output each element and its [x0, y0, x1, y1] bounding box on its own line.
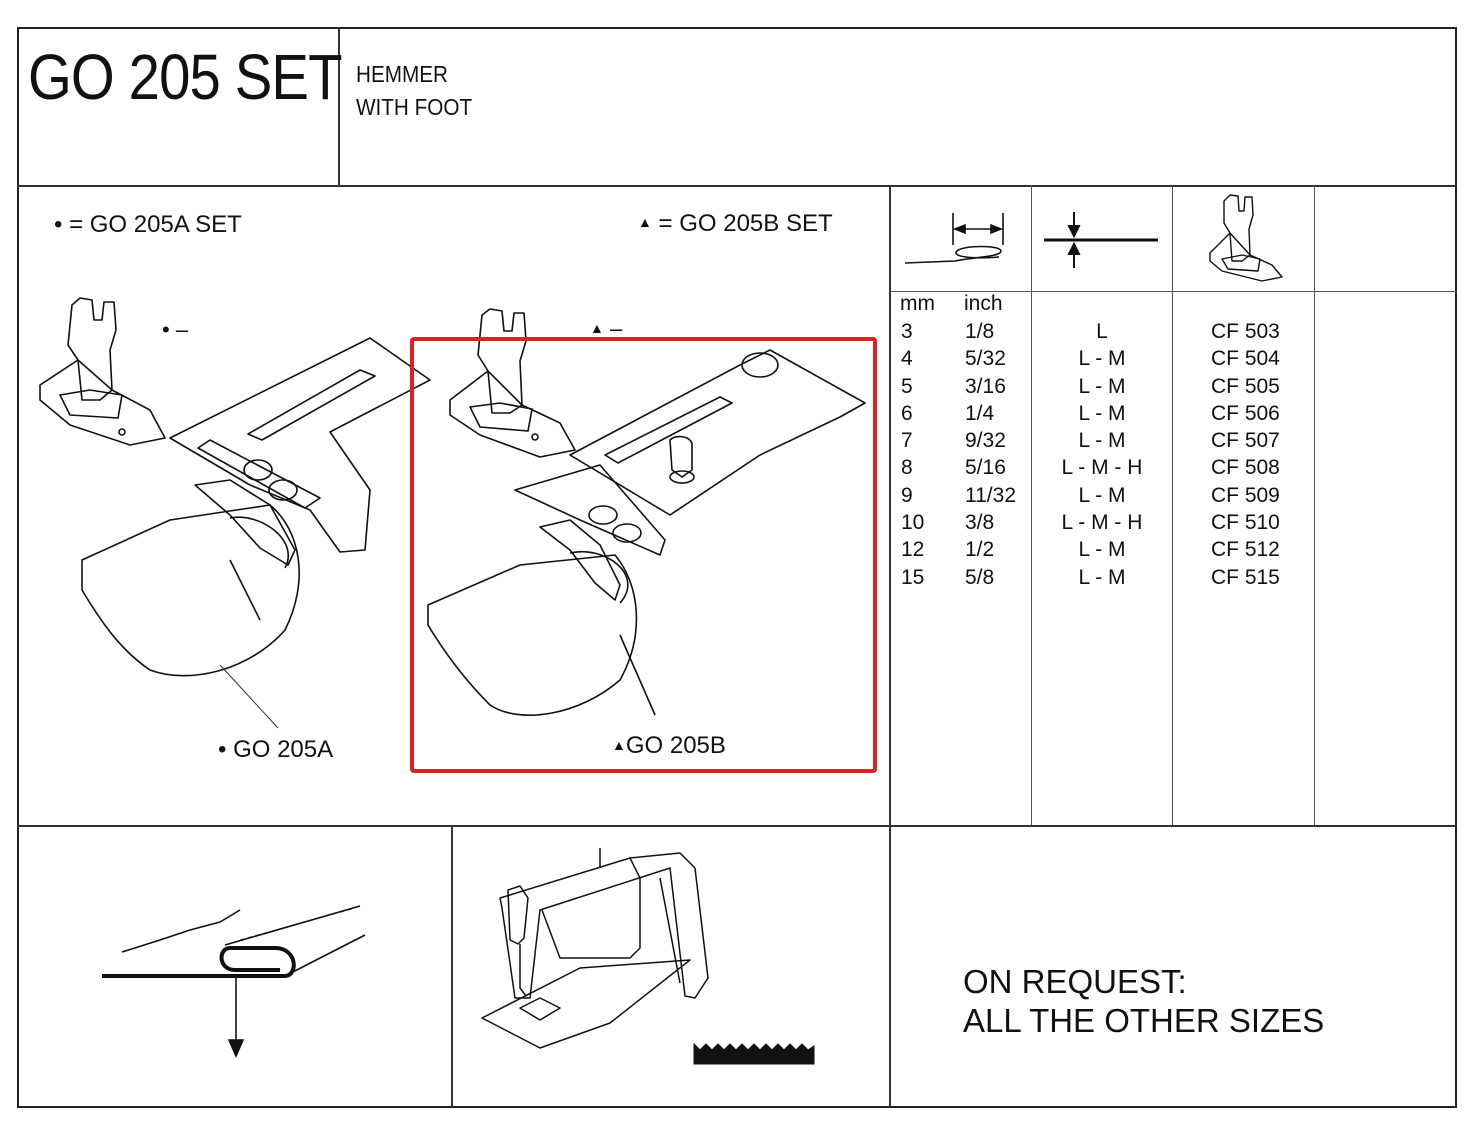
table-cell-mm: 3 — [901, 320, 913, 343]
legend-set-b: ▲ = GO 205B SET — [638, 210, 833, 238]
column-material-type: L L - M L - M L - M L - M L - M - H L - … — [1032, 318, 1172, 591]
table-col-divider-1 — [1031, 185, 1032, 825]
table-cell-type: L — [1096, 320, 1108, 343]
column-header-inch: inch — [964, 292, 1003, 315]
table-cell-inch: 3/16 — [965, 374, 1006, 398]
part-a-leader-line — [200, 660, 380, 740]
table-cell-mm: 7 — [901, 429, 913, 453]
legend-set-a: • = GO 205A SET — [54, 211, 242, 238]
column-inch: 1/8 5/32 3/16 1/4 9/32 5/16 11/32 3/8 1/… — [965, 318, 1016, 591]
bottom-section-divider — [17, 825, 1457, 827]
table-cell-type: L - M - H — [1061, 456, 1143, 480]
table-cell-foot: CF 515 — [1211, 565, 1280, 589]
on-request-line-2: ALL THE OTHER SIZES — [963, 1002, 1325, 1039]
legend-set-b-text: = GO 205B SET — [658, 210, 833, 237]
column-header-mm: mm — [900, 292, 935, 315]
table-cell-mm: 6 — [901, 401, 913, 425]
hemmer-attachment-icon — [420, 305, 880, 725]
bottom-left-divider — [451, 825, 453, 1107]
column-mm: 3 4 5 6 7 8 9 10 12 15 — [901, 318, 924, 591]
on-request-note: ON REQUEST: ALL THE OTHER SIZES — [963, 962, 1324, 1040]
table-cell-inch: 5/8 — [965, 565, 995, 589]
subtitle-line-2: WITH FOOT — [356, 94, 473, 120]
selection-highlight — [410, 337, 877, 773]
part-b-marker: ▲ – — [590, 316, 622, 342]
hem-width-icon — [903, 205, 1013, 275]
table-cell-inch: 3/8 — [965, 511, 995, 535]
title-divider — [338, 27, 340, 185]
table-cell-mm: 9 — [901, 483, 913, 507]
table-cell-inch: 1/8 — [965, 320, 995, 343]
table-cell-foot: CF 504 — [1211, 347, 1280, 371]
part-a-marker: • – — [162, 317, 189, 342]
table-cell-type: L - M — [1078, 429, 1126, 453]
table-cell-foot: CF 507 — [1211, 429, 1280, 453]
table-cell-inch: 5/16 — [965, 456, 1006, 480]
table-cell-inch: 9/32 — [965, 429, 1006, 453]
table-cell-mm: 15 — [901, 565, 925, 589]
sheet-frame — [17, 27, 1457, 1108]
table-cell-inch: 11/32 — [965, 483, 1016, 507]
page-title: GO 205 SET — [28, 41, 342, 113]
triangle-icon: ▲ — [638, 214, 652, 230]
triangle-icon: ▲ — [590, 320, 604, 336]
triangle-icon: ▲ — [612, 737, 626, 753]
table-cell-foot: CF 509 — [1211, 483, 1280, 507]
product-subtitle: HEMMER WITH FOOT — [356, 58, 472, 124]
sewing-machine-icon — [480, 848, 720, 1058]
part-b-marker-text: – — [609, 316, 623, 341]
table-cell-inch: 5/32 — [965, 347, 1006, 371]
figure-label-b-text: GO 205B — [625, 732, 726, 759]
table-cell-mm: 8 — [901, 456, 913, 480]
presser-foot-icon — [1202, 193, 1292, 285]
feed-dog-icon — [692, 1038, 816, 1066]
table-cell-foot: CF 510 — [1211, 511, 1280, 535]
table-cell-mm: 12 — [901, 538, 925, 562]
table-cell-type: L - M — [1078, 347, 1126, 371]
header-divider — [17, 185, 1457, 187]
table-cell-foot: CF 506 — [1211, 401, 1280, 425]
table-cell-type: L - M — [1078, 483, 1126, 507]
table-cell-foot: CF 508 — [1211, 456, 1280, 480]
table-col-divider-3 — [1314, 185, 1315, 825]
figure-label-a: • GO 205A — [218, 736, 334, 763]
table-cell-type: L - M — [1078, 538, 1126, 562]
folded-hem-icon — [100, 900, 380, 1060]
column-foot: CF 503 CF 504 CF 505 CF 506 CF 507 CF 50… — [1211, 318, 1280, 591]
table-cell-inch: 1/4 — [965, 401, 995, 425]
table-cell-mm: 4 — [901, 347, 913, 371]
table-cell-type: L - M — [1078, 565, 1126, 589]
table-cell-mm: 5 — [901, 374, 913, 398]
on-request-line-1: ON REQUEST: — [963, 963, 1187, 1000]
table-cell-foot: CF 503 — [1211, 320, 1280, 343]
table-col-divider-2 — [1172, 185, 1173, 825]
table-header-divider — [889, 291, 1457, 292]
table-cell-type: L - M - H — [1061, 511, 1143, 535]
table-cell-foot: CF 505 — [1211, 374, 1280, 398]
table-cell-inch: 1/2 — [965, 538, 995, 562]
figure-label-b: ▲GO 205B — [612, 732, 726, 760]
figure-table-divider — [889, 185, 891, 1107]
material-thickness-icon — [1042, 208, 1162, 278]
table-cell-mm: 10 — [901, 511, 925, 535]
hemmer-attachment-icon — [30, 290, 470, 690]
table-cell-type: L - M — [1078, 401, 1126, 425]
subtitle-line-1: HEMMER — [356, 61, 449, 87]
table-cell-foot: CF 512 — [1211, 538, 1280, 562]
table-cell-type: L - M — [1078, 374, 1126, 398]
